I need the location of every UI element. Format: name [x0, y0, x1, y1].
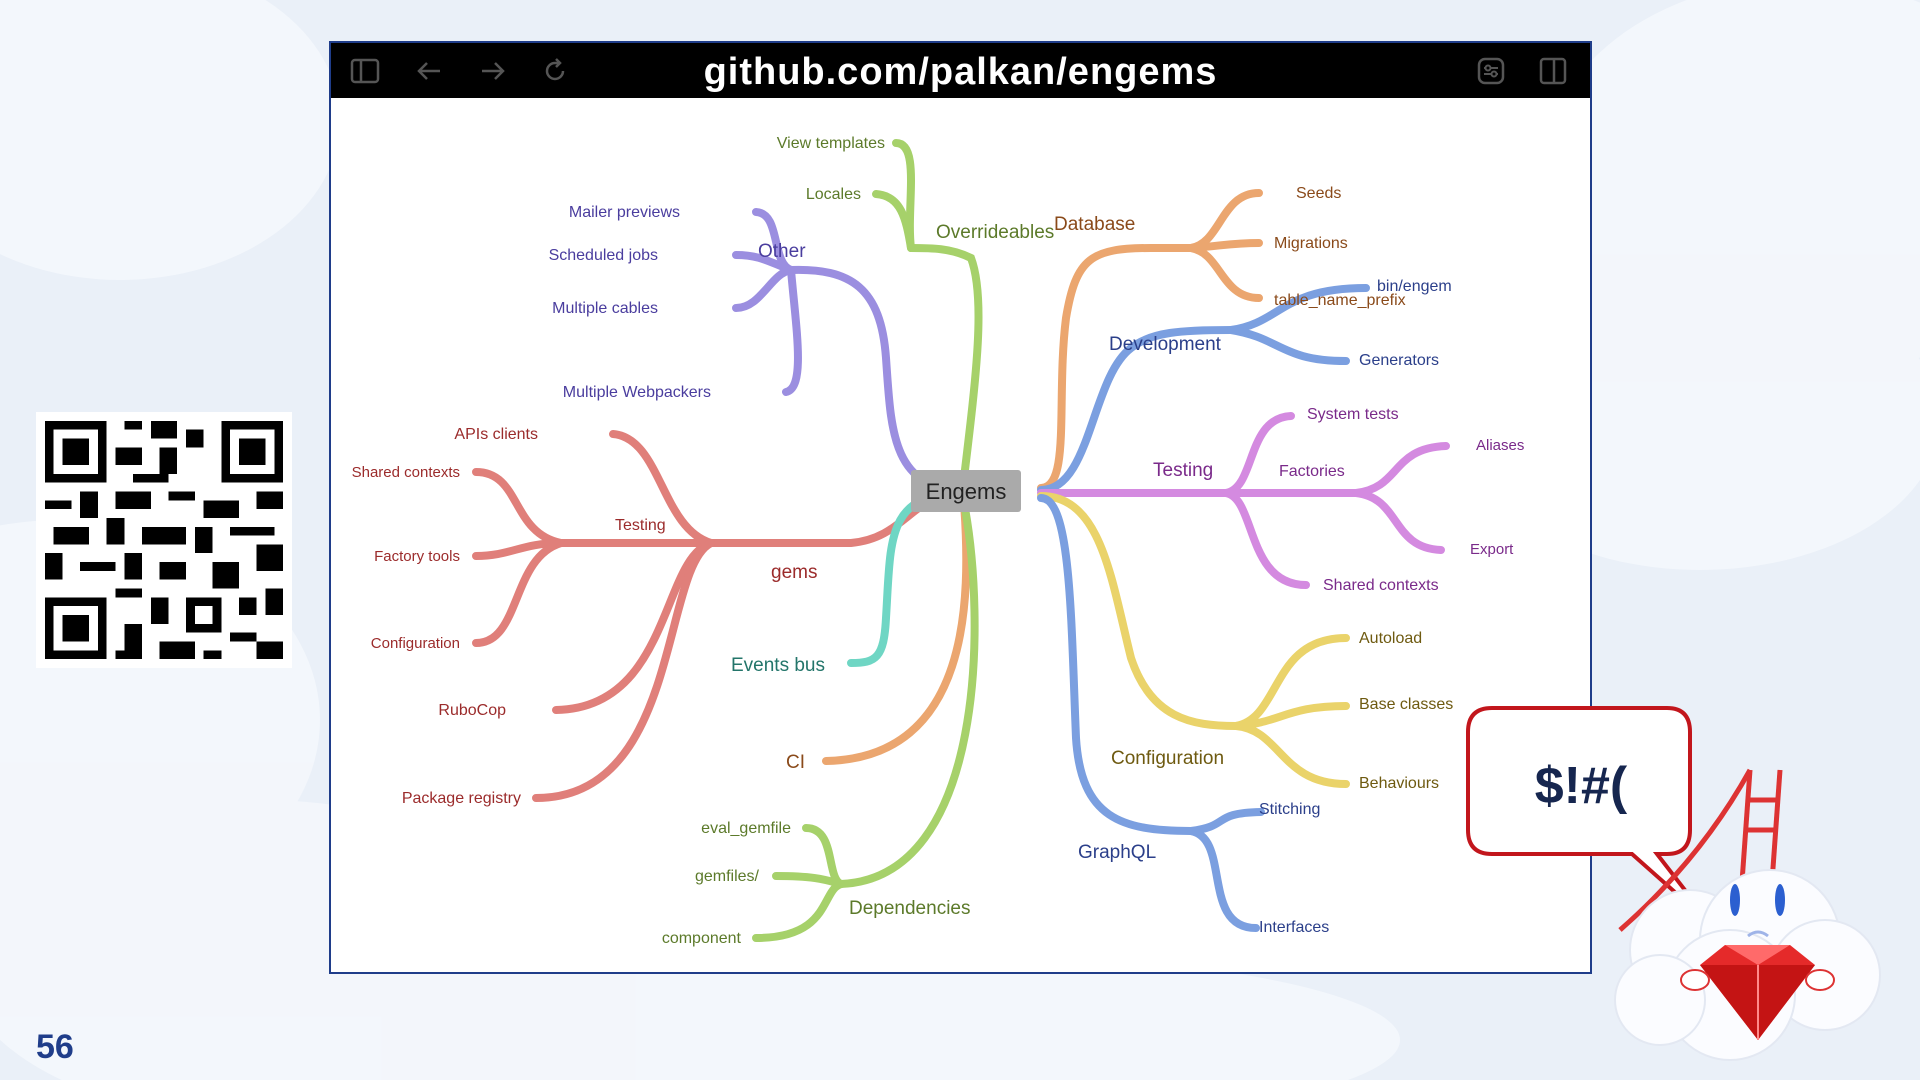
leaf-base-classes[interactable]: Base classes [1359, 696, 1453, 713]
branch-graphql[interactable]: GraphQL [1078, 842, 1156, 863]
qr-code[interactable] [36, 412, 292, 668]
edge-system-tests [1222, 412, 1295, 497]
leaf-apis-clients[interactable]: APIs clients [454, 426, 538, 443]
leaf-eval-gemfile[interactable]: eval_gemfile [701, 820, 791, 837]
edge-apis-clients [609, 430, 715, 547]
branch-overrideables[interactable]: Overrideables [936, 222, 1054, 243]
edge-autoload [1232, 634, 1350, 730]
branch-testing[interactable]: Testing [1153, 460, 1213, 481]
branch-database[interactable]: Database [1054, 214, 1135, 235]
edge-bin-engem [1227, 284, 1370, 334]
edge-overrideables [907, 244, 983, 482]
branch-dependencies[interactable]: Dependencies [849, 898, 970, 919]
leaf-gemfiles[interactable]: gemfiles/ [695, 868, 760, 885]
edge-package-registry [532, 539, 715, 802]
speech-bubble-text: $!#( [1534, 757, 1628, 815]
edge-behaviours [1232, 722, 1350, 788]
leaf-aliases[interactable]: Aliases [1476, 437, 1524, 454]
edge-development [1037, 326, 1235, 494]
edge-generators [1227, 326, 1350, 365]
leaf-autoload[interactable]: Autoload [1359, 630, 1422, 647]
edge-locales [872, 190, 915, 252]
leaf-shared-contexts-gems[interactable]: Shared contexts [352, 464, 460, 481]
leaf-view-templates[interactable]: View templates [777, 135, 885, 152]
edge-other [787, 265, 968, 494]
node-testing-gems[interactable]: Testing [615, 517, 666, 534]
leaf-system-tests[interactable]: System tests [1307, 406, 1399, 423]
node-factories[interactable]: Factories [1279, 463, 1345, 480]
address-bar-url[interactable]: github.com/palkan/engems [703, 51, 1218, 93]
browser-toolbar: github.com/palkan/engems [331, 43, 1590, 98]
mindmap-diagram: Engems Overrideables Other gems Events b… [352, 135, 1525, 947]
edge-configuration [1037, 492, 1240, 730]
back-arrow-icon[interactable] [413, 55, 445, 87]
leaf-factory-tools[interactable]: Factory tools [374, 548, 460, 565]
split-view-icon[interactable] [1537, 55, 1569, 87]
slide-number: 56 [36, 1028, 74, 1066]
edge-factory-tools [472, 539, 565, 560]
leaf-migrations[interactable]: Migrations [1274, 235, 1348, 252]
branch-configuration[interactable]: Configuration [1111, 748, 1224, 769]
settings-sliders-icon[interactable] [1475, 55, 1507, 87]
leaf-mailer-previews[interactable]: Mailer previews [569, 204, 680, 221]
browser-window: github.com/palkan/engems [329, 41, 1592, 974]
leaf-multiple-webpackers[interactable]: Multiple Webpackers [563, 384, 711, 401]
leaf-configuration-gems[interactable]: Configuration [371, 635, 460, 652]
branch-gems[interactable]: gems [771, 562, 817, 583]
ruby-gem-icon [1700, 945, 1815, 1040]
sidebar-icon[interactable] [349, 55, 381, 87]
leaf-component[interactable]: component [662, 930, 742, 947]
branch-events-bus[interactable]: Events bus [731, 655, 825, 676]
reload-icon[interactable] [539, 55, 571, 87]
branch-ci[interactable]: CI [786, 752, 805, 773]
edge-interfaces [1187, 827, 1260, 932]
edge-table-name-prefix [1187, 244, 1263, 302]
leaf-package-registry[interactable]: Package registry [402, 790, 521, 807]
leaf-shared-contexts-testing[interactable]: Shared contexts [1323, 577, 1439, 594]
forward-arrow-icon[interactable] [477, 55, 509, 87]
edge-database [1037, 244, 1195, 492]
edge-configuration-gems [472, 539, 565, 647]
leaf-multiple-cables[interactable]: Multiple cables [552, 300, 658, 317]
cloud-mascot [1614, 768, 1881, 1061]
leaf-interfaces[interactable]: Interfaces [1259, 919, 1329, 936]
leaf-behaviours[interactable]: Behaviours [1359, 775, 1439, 792]
edge-shared-contexts-testing [1222, 489, 1310, 589]
edge-dependencies [837, 499, 979, 888]
leaf-bin-engem[interactable]: bin/engem [1377, 278, 1452, 295]
leaf-stitching[interactable]: Stitching [1259, 801, 1320, 818]
edge-base-classes [1232, 702, 1350, 730]
leaf-generators[interactable]: Generators [1359, 352, 1439, 369]
edge-aliases [1352, 442, 1450, 497]
edge-graphql [1037, 494, 1195, 835]
branch-development[interactable]: Development [1109, 334, 1222, 355]
leaf-table-name-prefix[interactable]: table_name_prefix [1274, 292, 1406, 309]
edge-multiple-webpackers [782, 266, 802, 396]
edge-multiple-cables [732, 266, 795, 312]
leaf-seeds[interactable]: Seeds [1296, 185, 1341, 202]
edge-shared-contexts-gems [472, 468, 565, 547]
leaf-export[interactable]: Export [1470, 541, 1514, 558]
edge-ci [822, 499, 971, 765]
branch-other[interactable]: Other [758, 241, 806, 262]
leaf-scheduled-jobs[interactable]: Scheduled jobs [549, 247, 658, 264]
leaf-rubocop[interactable]: RuboCop [438, 702, 506, 719]
edge-component [752, 880, 845, 942]
root-label: Engems [926, 479, 1007, 504]
leaf-locales[interactable]: Locales [806, 186, 861, 203]
edge-stitching [1187, 808, 1265, 835]
edge-export [1352, 489, 1445, 554]
root-node[interactable]: Engems [911, 470, 1021, 512]
